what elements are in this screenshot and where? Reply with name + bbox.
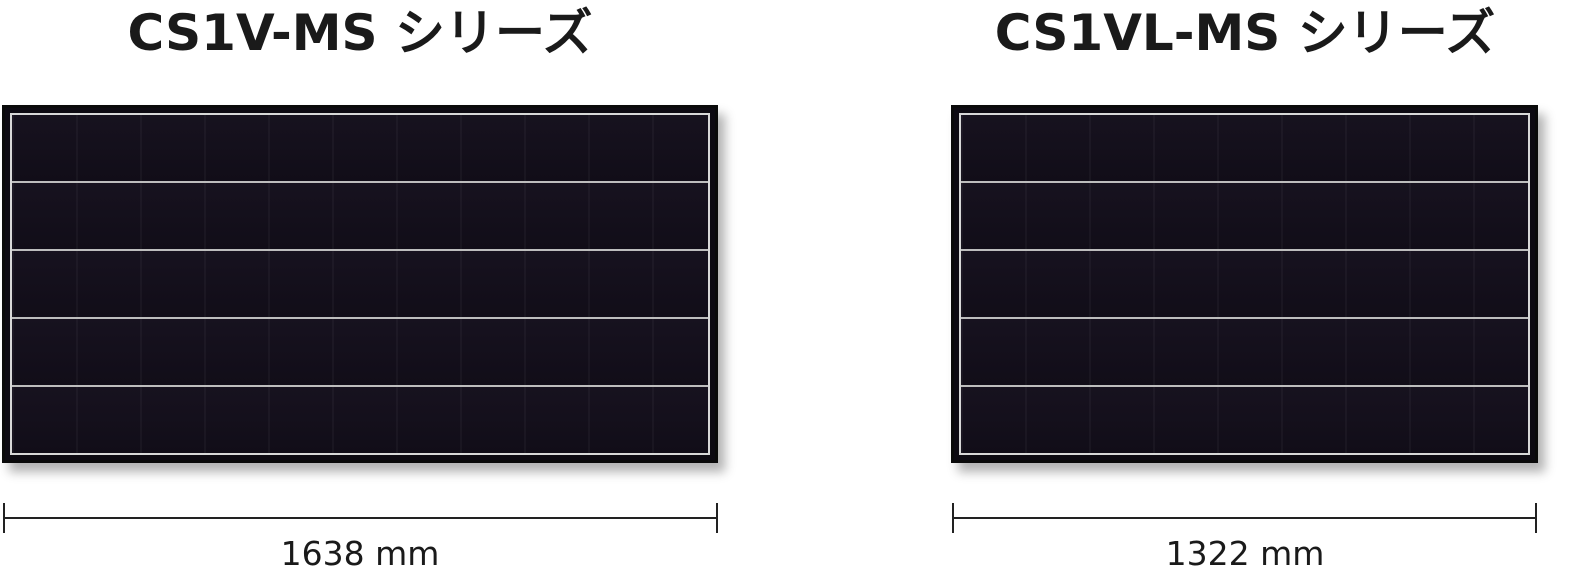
dimension-line	[3, 517, 718, 519]
panel-cell-row	[12, 115, 708, 183]
panel-cell-row	[12, 251, 708, 319]
panel-cell-row	[12, 183, 708, 251]
panel-cell-row	[961, 319, 1528, 387]
dimension-line	[952, 517, 1537, 519]
solar-panel-cs1v-ms	[2, 105, 718, 463]
panel-cell-row	[12, 319, 708, 387]
width-dimension-line-cs1vl-ms	[952, 503, 1537, 533]
panel-cell-row	[12, 387, 708, 453]
panel-cell-area	[10, 113, 710, 455]
panel-cell-row	[961, 183, 1528, 251]
solar-panel-cs1vl-ms	[951, 105, 1538, 463]
panel-cell-row	[961, 251, 1528, 319]
series-title-cs1v-ms: CS1V-MS シリーズ	[127, 4, 593, 62]
series-title-cs1vl-ms: CS1VL-MS シリーズ	[994, 4, 1496, 62]
dimension-tick-right	[716, 503, 718, 533]
width-dimension-line-cs1v-ms	[3, 503, 718, 533]
panel-cell-row	[961, 115, 1528, 183]
dimension-tick-right	[1535, 503, 1537, 533]
width-label-cs1vl-ms: 1322 mm	[1165, 534, 1325, 573]
width-label-cs1v-ms: 1638 mm	[280, 534, 440, 573]
panel-cell-area	[959, 113, 1530, 455]
panel-cell-row	[961, 387, 1528, 453]
